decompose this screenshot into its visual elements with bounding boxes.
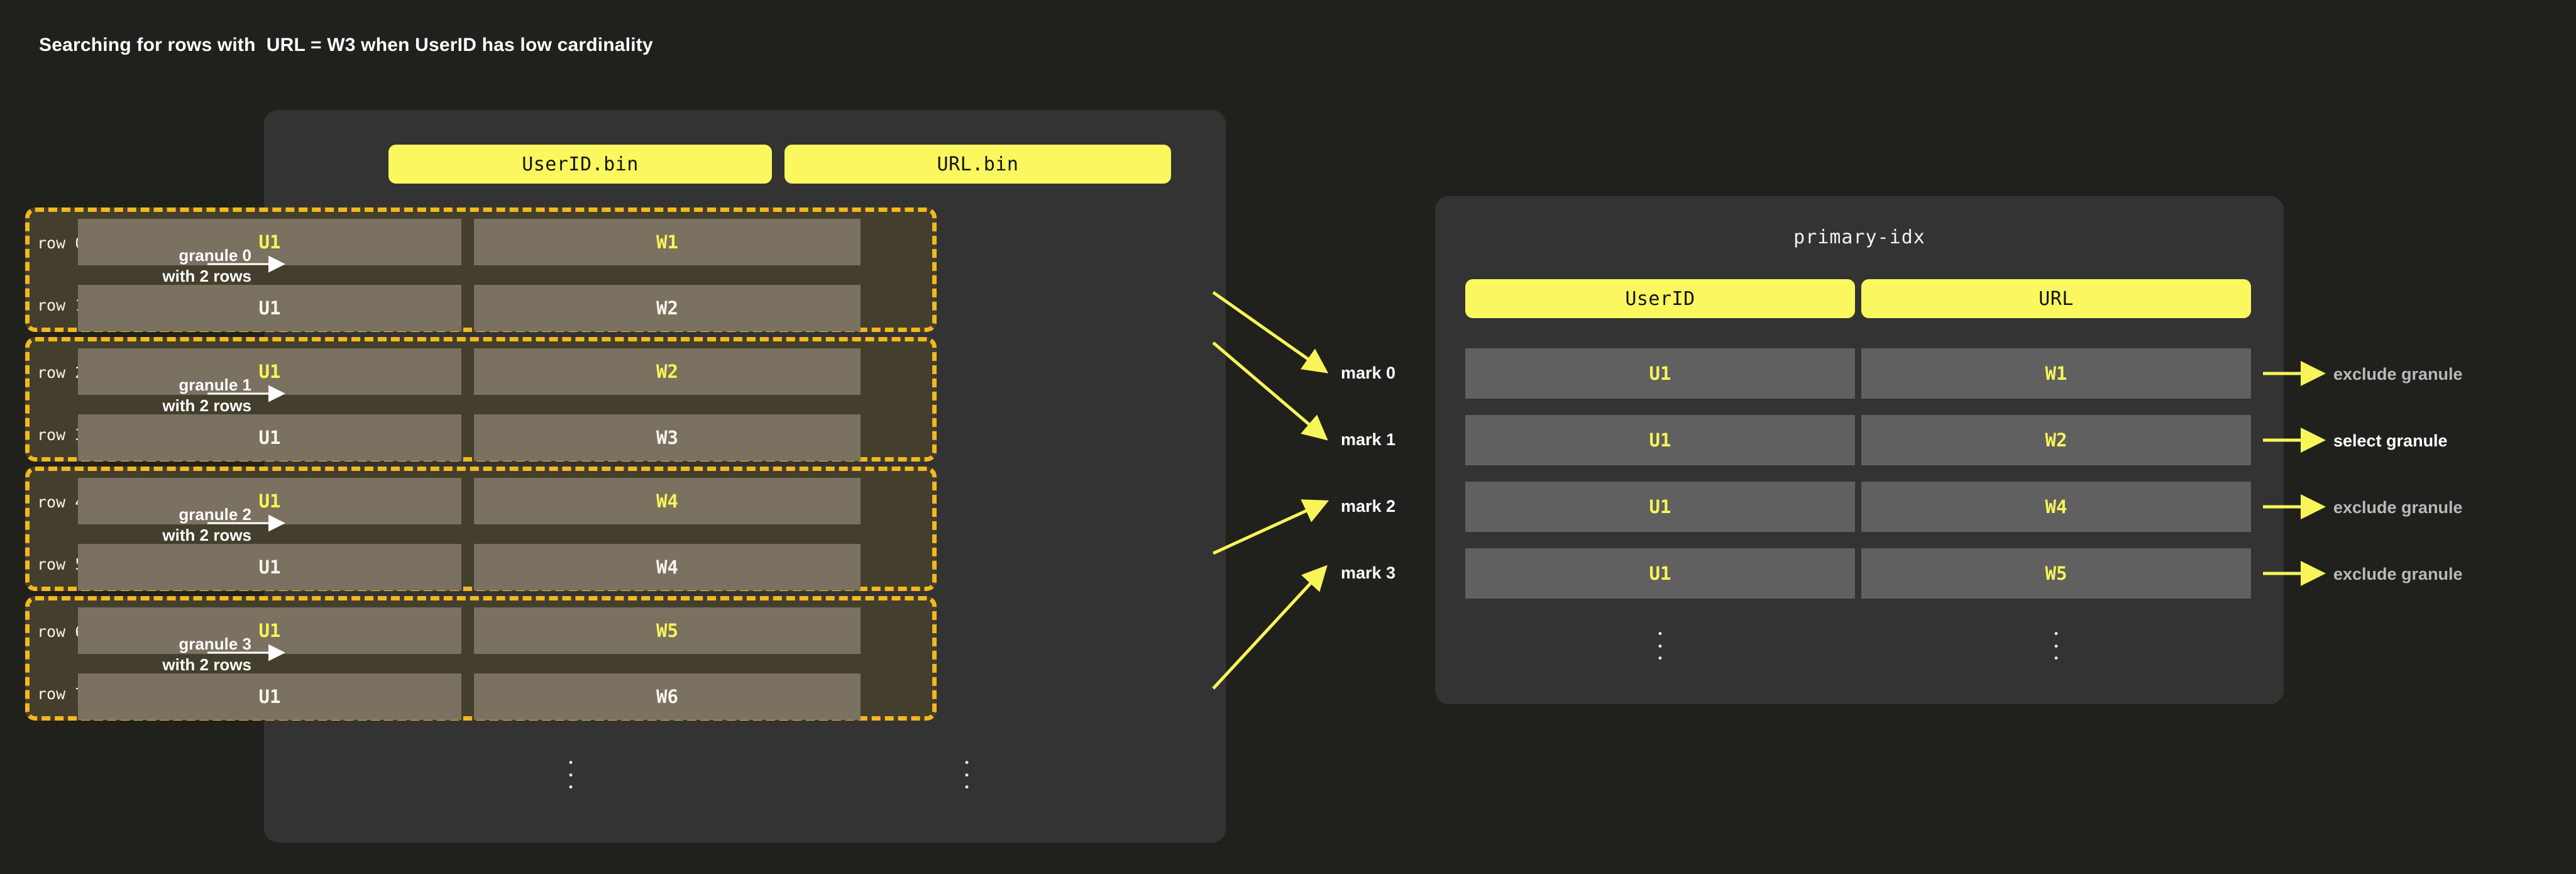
cell-url: W4 (474, 478, 861, 524)
index-cell-url: W4 (1861, 482, 2251, 532)
index-cell-url: W5 (1861, 548, 2251, 599)
ellipsis-url-bin: ••• (963, 757, 971, 795)
index-cell-userid: U1 (1465, 482, 1855, 532)
granule-2-caption: granule 2 with 2 rows (162, 505, 251, 545)
cell-userid: U1 (78, 285, 461, 331)
page-title: Searching for rows with URL = W3 when Us… (39, 35, 653, 55)
granule-0-caption: granule 0 with 2 rows (162, 246, 251, 285)
granule-2[interactable]: row 4 row 5 U1 W4 U1 W4 (25, 467, 937, 591)
granule-decision-0: exclude granule (2333, 365, 2463, 384)
cell-url: W3 (474, 414, 861, 461)
row-label: row 1 (37, 296, 85, 314)
granule-1[interactable]: row 2 row 3 U1 W2 U1 W3 (25, 337, 937, 462)
cell-userid: U1 (78, 673, 461, 720)
row-label: row 7 (37, 685, 85, 703)
index-cell-url: W1 (1861, 348, 2251, 399)
index-cell-userid: U1 (1465, 548, 1855, 599)
ellipsis-index-url: ••• (2052, 628, 2060, 666)
granule-decision-3: exclude granule (2333, 565, 2463, 584)
cell-url: W2 (474, 348, 861, 395)
ellipsis-index-userid: ••• (1656, 628, 1664, 666)
row-label: row 3 (37, 426, 85, 444)
cell-url: W6 (474, 673, 861, 720)
mark-3-label: mark 3 (1341, 563, 1396, 582)
mark-2-label: mark 2 (1341, 497, 1396, 516)
row-label: row 5 (37, 555, 85, 573)
granule-3-caption: granule 3 with 2 rows (162, 634, 251, 674)
column-header-url-bin[interactable]: URL.bin (784, 145, 1171, 184)
granule-decision-1: select granule (2333, 431, 2448, 450)
granule-3[interactable]: row 6 row 7 U1 W5 U1 W6 (25, 596, 937, 721)
mark-1-label: mark 1 (1341, 430, 1396, 449)
index-cell-userid: U1 (1465, 415, 1855, 465)
cell-url: W5 (474, 607, 861, 654)
granule-to-mark-arrows (1212, 290, 1329, 690)
cell-url: W4 (474, 544, 861, 590)
granule-decision-2: exclude granule (2333, 498, 2463, 517)
index-column-header-url[interactable]: URL (1861, 279, 2251, 318)
cell-userid: U1 (78, 544, 461, 590)
index-column-header-userid[interactable]: UserID (1465, 279, 1855, 318)
index-cell-url: W2 (1861, 415, 2251, 465)
ellipsis-userid-bin: ••• (567, 757, 575, 795)
mark-0-label: mark 0 (1341, 363, 1396, 382)
cell-userid: U1 (78, 414, 461, 461)
granule-1-caption: granule 1 with 2 rows (162, 375, 251, 415)
primary-index-title: primary-idx (1793, 226, 1925, 248)
cell-url: W1 (474, 219, 861, 265)
cell-url: W2 (474, 285, 861, 331)
granule-0[interactable]: row 0 row 1 U1 W1 U1 W2 (25, 207, 937, 332)
column-header-userid-bin[interactable]: UserID.bin (388, 145, 772, 184)
index-cell-userid: U1 (1465, 348, 1855, 399)
